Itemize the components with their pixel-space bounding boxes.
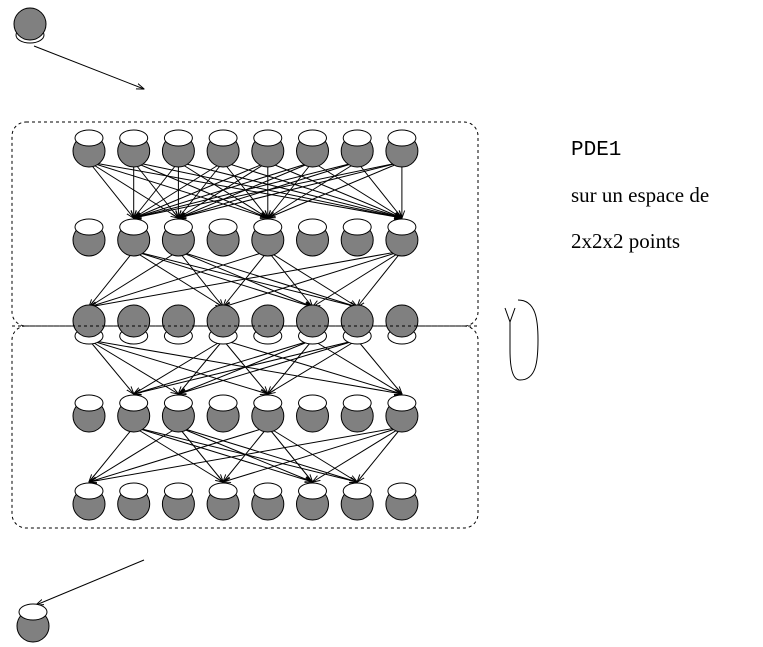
node-icon: [117, 304, 151, 345]
edge-arrow: [178, 426, 357, 482]
edge-arrow: [178, 339, 224, 394]
edge-arrow: [134, 339, 358, 394]
edge-arrow: [89, 250, 402, 307]
edge-arrow: [267, 426, 313, 482]
caption-title: PDE1: [571, 139, 622, 162]
node-icon: [251, 218, 285, 257]
edge-arrow: [133, 426, 313, 482]
edge-arrow: [89, 250, 135, 307]
node-icon: [206, 129, 240, 168]
node-icon: [117, 218, 151, 257]
edge-arrow: [89, 250, 268, 307]
node-icon: [206, 304, 240, 345]
node-icon: [385, 129, 419, 168]
edge-arrow: [134, 339, 224, 394]
node-icon: [296, 394, 329, 433]
node-icon: [385, 482, 419, 521]
node-icon: [117, 394, 151, 433]
edge-arrow: [178, 250, 223, 307]
edge-arrow: [178, 426, 223, 482]
node-icon: [251, 129, 285, 168]
node-icon: [72, 129, 106, 168]
node-icon: [340, 129, 374, 168]
node-icon: [296, 129, 329, 168]
edge-arrow: [357, 250, 403, 307]
node-icon: [72, 482, 106, 521]
start-node: [13, 7, 47, 44]
output-arrow: [36, 559, 145, 605]
node-icon: [206, 394, 240, 433]
node-icon: [161, 129, 195, 168]
edge-arrow: [268, 161, 358, 218]
edge-arrow: [134, 161, 358, 218]
edge-arrow: [89, 426, 402, 482]
edge-arrow: [133, 250, 313, 307]
node-icon: [385, 394, 419, 433]
node-icon: [340, 482, 374, 521]
node-icon: [117, 482, 151, 521]
edge-arrow: [178, 250, 357, 307]
node-icon: [72, 394, 106, 433]
node-icon: [161, 482, 195, 521]
edge-arrow: [267, 250, 313, 307]
edge-arrow: [178, 161, 403, 218]
edge-arrow: [134, 161, 268, 218]
edge-arrow: [88, 339, 134, 394]
node-icon: [251, 304, 285, 345]
end-node: [16, 603, 50, 643]
edge-arrow: [357, 426, 403, 482]
node-icon: [206, 482, 240, 521]
caption-line-1: sur un espace de: [571, 183, 710, 207]
edge-arrow: [313, 250, 403, 307]
edge-arrow: [89, 426, 135, 482]
node-icon: [72, 304, 106, 345]
edge-arrow: [268, 339, 358, 394]
edge-arrow: [134, 161, 179, 218]
node-icon: [161, 304, 195, 345]
edge-arrow: [313, 426, 403, 482]
caption-line-2: 2x2x2 points: [571, 229, 681, 253]
loop-arrow-icon: [504, 299, 539, 381]
edge-layer: [88, 161, 403, 482]
node-icon: [161, 218, 195, 257]
node-icon: [340, 394, 374, 433]
edge-arrow: [134, 339, 313, 394]
node-icon: [72, 218, 106, 257]
node-icon: [296, 482, 329, 521]
edge-arrow: [268, 339, 313, 394]
node-icon: [251, 482, 285, 521]
edge-arrow: [356, 339, 402, 394]
node-icon: [161, 394, 195, 433]
edge-arrow: [134, 161, 224, 218]
node-layer: [12, 129, 478, 521]
lower-group-frame: [11, 325, 479, 529]
edge-arrow: [178, 339, 358, 394]
input-arrow: [33, 45, 144, 89]
node-icon: [385, 218, 419, 257]
edge-arrow: [89, 426, 268, 482]
edge-arrow: [89, 250, 179, 307]
node-icon: [340, 304, 374, 345]
node-icon: [206, 218, 240, 257]
edge-arrow: [88, 161, 134, 218]
edge-arrow: [223, 250, 403, 307]
edge-arrow: [268, 161, 403, 218]
node-icon: [385, 304, 419, 345]
node-icon: [117, 129, 151, 168]
node-icon: [340, 218, 374, 257]
edge-arrow: [223, 426, 403, 482]
edge-arrow: [134, 161, 313, 218]
node-icon: [251, 394, 285, 433]
edge-arrow: [134, 161, 403, 218]
edge-arrow: [89, 426, 179, 482]
node-icon: [296, 304, 329, 345]
node-icon: [296, 218, 329, 257]
